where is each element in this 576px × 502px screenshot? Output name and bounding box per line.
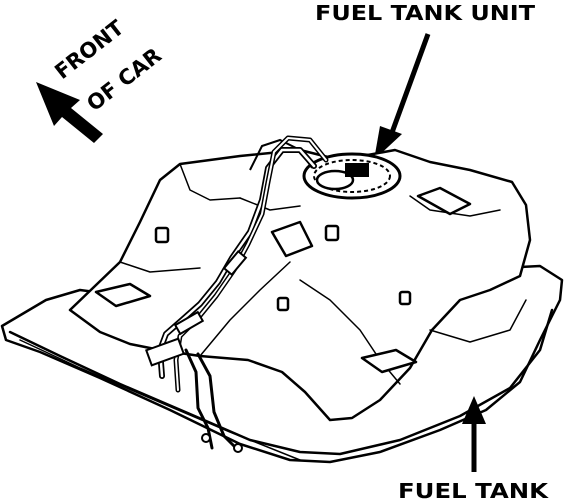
fuel-tank-unit-label: FUEL TANK UNIT [315,1,535,25]
fuel-tank-unit-arrow-icon [374,33,431,160]
fuel-tank-label: FUEL TANK [398,479,550,502]
line-clips [145,249,248,453]
fuel-tank-arrow-icon [462,396,486,472]
fuel-tank-unit [249,138,402,200]
front-of-car-indicator: FRONT OF CAR [36,15,166,143]
front-arrow-icon [36,82,103,143]
fuel-tank-body [0,148,564,464]
